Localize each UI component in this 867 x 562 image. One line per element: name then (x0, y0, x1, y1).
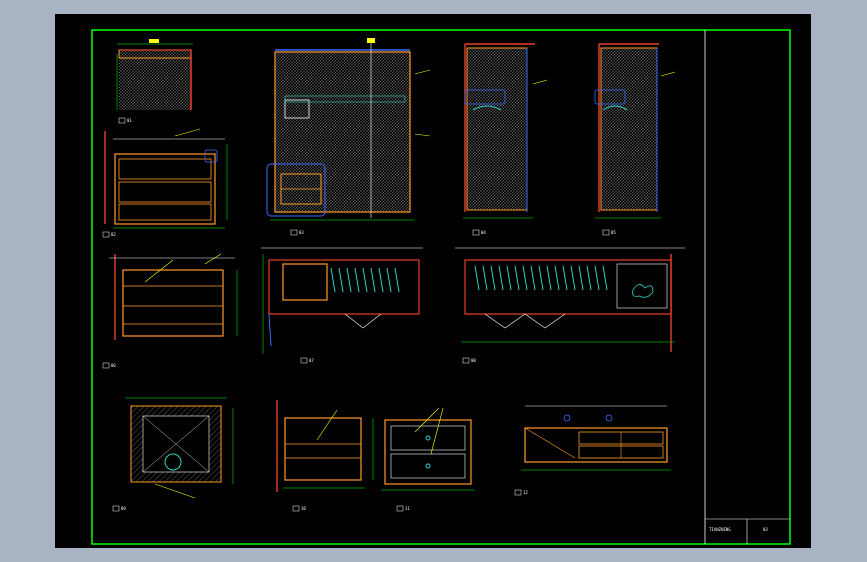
view-1-section-detail: 01 (116, 39, 193, 124)
view-2-chest-elevation: 02 (102, 128, 228, 238)
view-12-tv-cabinet: 12 (514, 405, 671, 496)
cad-canvas: TIANZHENG H3 01 02 (91, 29, 791, 545)
svg-text:05: 05 (611, 230, 616, 235)
svg-text:09: 09 (121, 506, 126, 511)
view-4-wardrobe-section: 04 (463, 43, 548, 236)
svg-text:03: 03 (299, 230, 304, 235)
drawing-sheet: TIANZHENG H3 01 02 (55, 14, 811, 548)
title-block: TIANZHENG H3 (704, 30, 790, 544)
svg-text:11: 11 (405, 506, 410, 511)
view-7-closet-plan: 07 (261, 247, 423, 364)
view-9-base-section: 09 (112, 397, 234, 512)
view-6-drawers-side: 06 (102, 253, 238, 369)
view-8-long-closet-plan: 08 (455, 247, 685, 364)
view-5-wardrobe-section: 05 (594, 43, 676, 236)
svg-text:06: 06 (111, 363, 116, 368)
svg-text:02: 02 (111, 232, 116, 237)
view-10-nightstand-section: 10 (276, 400, 374, 512)
view-11-nightstand-front: 11 (381, 407, 475, 512)
title-block-number: H3 (763, 527, 768, 532)
svg-text:04: 04 (481, 230, 486, 235)
svg-text:07: 07 (309, 358, 314, 363)
drawing-frame (91, 29, 791, 545)
hanger-row (474, 265, 608, 291)
view-3-wall-panel: 03 (266, 38, 431, 236)
hanger-row (330, 267, 400, 293)
view-tag: 01 (127, 118, 132, 123)
svg-text:12: 12 (523, 490, 528, 495)
svg-text:08: 08 (471, 358, 476, 363)
title-block-name: TIANZHENG (709, 527, 731, 532)
svg-text:10: 10 (301, 506, 306, 511)
